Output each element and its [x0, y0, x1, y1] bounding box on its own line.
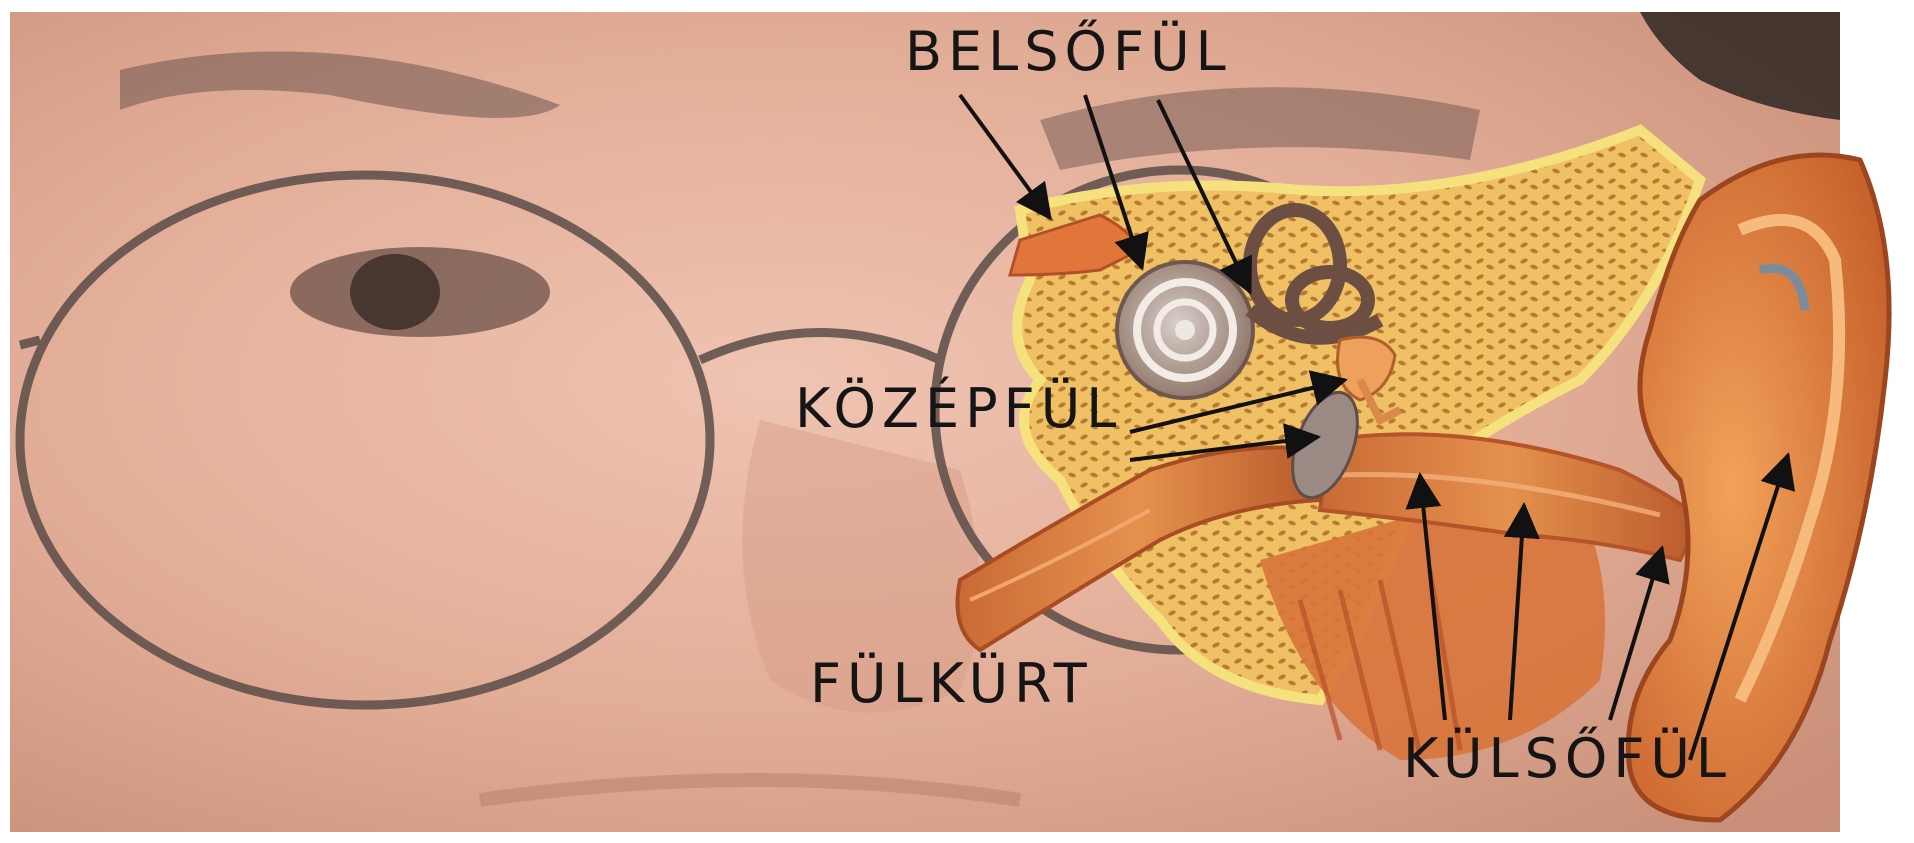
left-pupil	[350, 254, 440, 330]
label-inner-ear: BELSŐFÜL	[905, 25, 1232, 79]
label-middle-ear: KÖZÉPFÜL	[795, 382, 1122, 436]
cochlea	[1117, 262, 1253, 398]
label-outer-ear: KÜLSŐFÜL	[1403, 732, 1732, 786]
label-eustachian-tube: FÜLKÜRT	[810, 657, 1093, 711]
